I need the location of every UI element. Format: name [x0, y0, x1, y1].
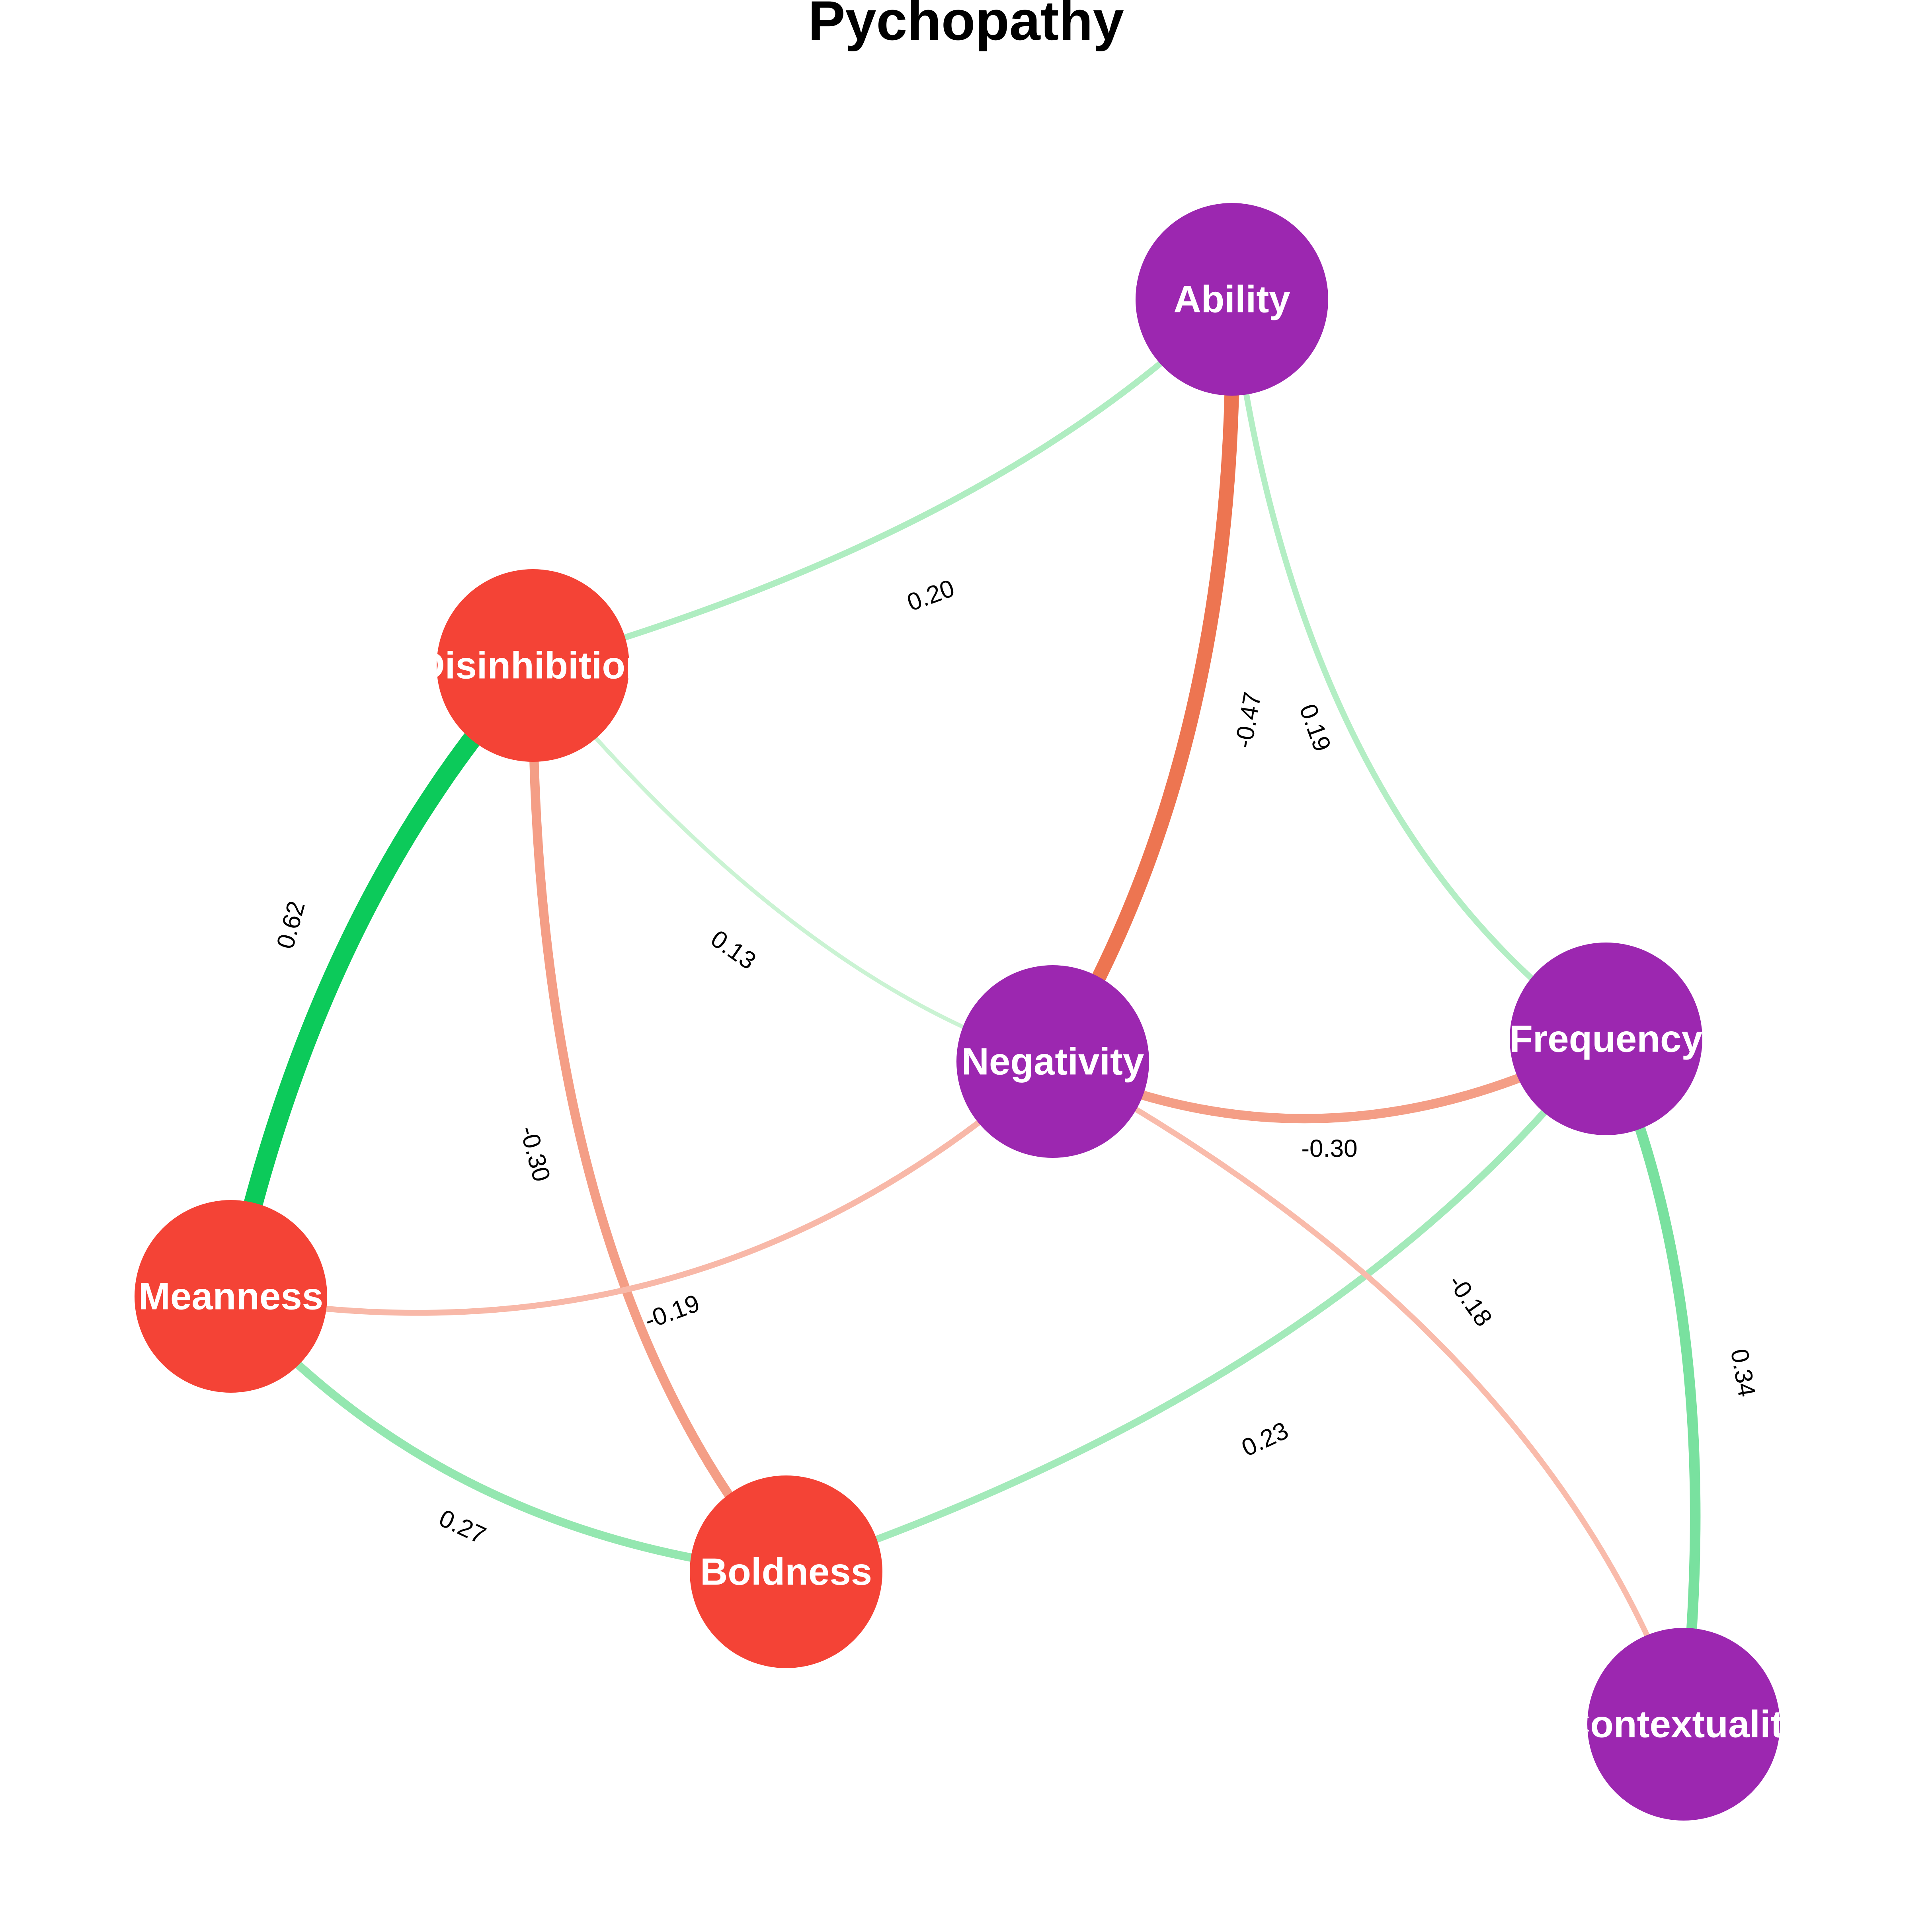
edge-disinhibition-boldness: [528, 665, 790, 1575]
edge-ability-disinhibition: [532, 297, 1234, 669]
node-circle-disinhibition: [437, 569, 629, 762]
edge-frequency-boldness: [785, 1036, 1609, 1575]
node-label-disinhibition: Disinhibition: [417, 644, 648, 687]
node-label-contextuality: Contextuality: [1563, 1703, 1805, 1746]
node-label-ability: Ability: [1173, 278, 1290, 321]
node-circle-negativity: [956, 965, 1149, 1158]
node-frequency: Frequency: [1509, 943, 1702, 1135]
node-label-negativity: Negativity: [962, 1040, 1144, 1083]
node-disinhibition: Disinhibition: [417, 569, 648, 762]
node-circle-contextuality: [1587, 1628, 1780, 1821]
node-circle-ability: [1136, 203, 1328, 396]
node-negativity: Negativity: [956, 965, 1149, 1158]
edge-negativity-contextuality: [1051, 1059, 1686, 1725]
node-contextuality: Contextuality: [1563, 1628, 1805, 1821]
node-label-frequency: Frequency: [1509, 1018, 1702, 1060]
node-circle-frequency: [1510, 943, 1702, 1135]
node-circle-boldness: [690, 1475, 882, 1668]
edge-negativity-meanness: [230, 1059, 1055, 1316]
edge-disinhibition-meanness: [221, 659, 540, 1299]
edge-label-negativity-frequency: -0.30: [1301, 1135, 1357, 1162]
edge-ability-negativity: [1046, 299, 1240, 1066]
node-meanness: Meanness: [135, 1200, 327, 1393]
node-ability: Ability: [1136, 203, 1328, 396]
node-label-boldness: Boldness: [700, 1551, 872, 1593]
graph-title: Pychopathy: [808, 0, 1124, 52]
node-label-meanness: Meanness: [139, 1275, 323, 1318]
node-circle-meanness: [135, 1200, 327, 1393]
edge-ability-frequency: [1229, 299, 1608, 1042]
node-boldness: Boldness: [690, 1475, 882, 1668]
